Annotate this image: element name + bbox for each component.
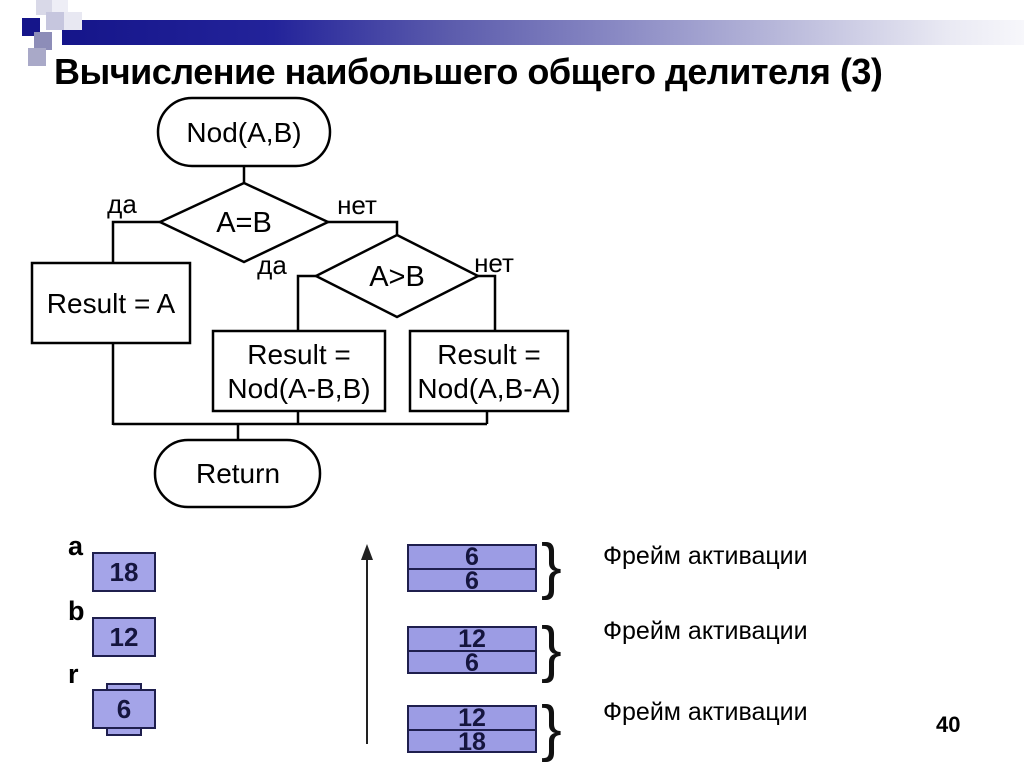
decision1-label: A=B xyxy=(216,207,272,239)
frame-1-caption: Фрейм активации xyxy=(603,542,808,570)
frame-2-bottom-value: 6 xyxy=(465,648,479,677)
page-title: Вычисление наибольшего общего делителя (… xyxy=(54,51,883,92)
activation-frame-2: 12 6 xyxy=(407,625,537,677)
result-nod-aba-box xyxy=(408,329,570,413)
page-number: 40 xyxy=(936,712,961,737)
deco-square xyxy=(36,0,52,15)
curly-brace-icon: } xyxy=(541,694,562,763)
frame-3-caption: Фрейм активации xyxy=(603,698,808,726)
var-label-a: a xyxy=(68,531,84,561)
var-label-b: b xyxy=(68,596,85,626)
start-terminal-label: Nod(A,B) xyxy=(186,117,301,148)
var-label-r: r xyxy=(68,659,79,689)
edge-decision2-yes xyxy=(296,274,316,332)
var-value-r: 6 xyxy=(116,693,132,724)
var-box-r: 6 xyxy=(92,689,156,729)
var-box-a: 18 xyxy=(92,552,156,592)
frame-3-top-value: 12 xyxy=(409,704,535,732)
var-box-r-top-tab xyxy=(106,683,142,691)
deco-square xyxy=(34,32,52,50)
result-a-label: Result = A xyxy=(47,288,176,319)
var-value-a: 18 xyxy=(109,556,139,587)
edge-decision1-yes xyxy=(111,220,160,264)
decision2-no-label: нет xyxy=(474,248,514,278)
result-a-box xyxy=(30,261,192,345)
frame-3-bottom-value: 18 xyxy=(458,727,486,756)
result-aba-label-line2: Nod(A,B-A) xyxy=(417,373,560,404)
deco-square xyxy=(46,12,64,30)
frame-1-top-value: 6 xyxy=(409,543,535,571)
frame-1-bottom-value: 6 xyxy=(465,566,479,595)
decision2-label: A>B xyxy=(369,261,425,293)
return-terminal-label: Return xyxy=(196,458,280,489)
decision1-no-label: нет xyxy=(337,190,377,220)
header-gradient-bar xyxy=(62,20,1024,45)
result-nod-abb-box xyxy=(211,329,387,413)
frame-2-caption: Фрейм активации xyxy=(603,617,808,645)
deco-square xyxy=(28,48,46,66)
curly-brace-icon: } xyxy=(541,615,562,684)
stack-growth-arrow-icon xyxy=(361,544,373,744)
activation-frame-1: 6 6 xyxy=(407,543,537,595)
decision2-yes-label: да xyxy=(257,250,287,280)
activation-frame-3: 12 18 xyxy=(407,704,537,756)
decision1-yes-label: да xyxy=(107,189,137,219)
var-value-b: 12 xyxy=(109,621,139,652)
edge-decision1-no xyxy=(328,220,399,236)
gcd-flowchart: Nod(A,B) A=B да нет Result = A A>B да не… xyxy=(30,96,570,509)
result-abb-label-line1: Result = xyxy=(247,339,351,370)
deco-square xyxy=(64,12,82,30)
curly-brace-icon: } xyxy=(541,532,562,601)
frame-2-top-value: 12 xyxy=(409,625,535,653)
var-box-r-bottom-tab xyxy=(106,726,142,736)
result-aba-label-line1: Result = xyxy=(437,339,541,370)
decision-a-gt-b xyxy=(313,233,481,319)
deco-square xyxy=(22,18,40,36)
deco-square xyxy=(52,0,68,15)
start-terminal xyxy=(156,96,332,168)
var-box-b: 12 xyxy=(92,617,156,657)
result-abb-label-line2: Nod(A-B,B) xyxy=(227,373,370,404)
edge-decision2-no xyxy=(478,274,497,332)
decision-a-eq-b xyxy=(157,181,331,264)
return-terminal xyxy=(153,438,322,509)
